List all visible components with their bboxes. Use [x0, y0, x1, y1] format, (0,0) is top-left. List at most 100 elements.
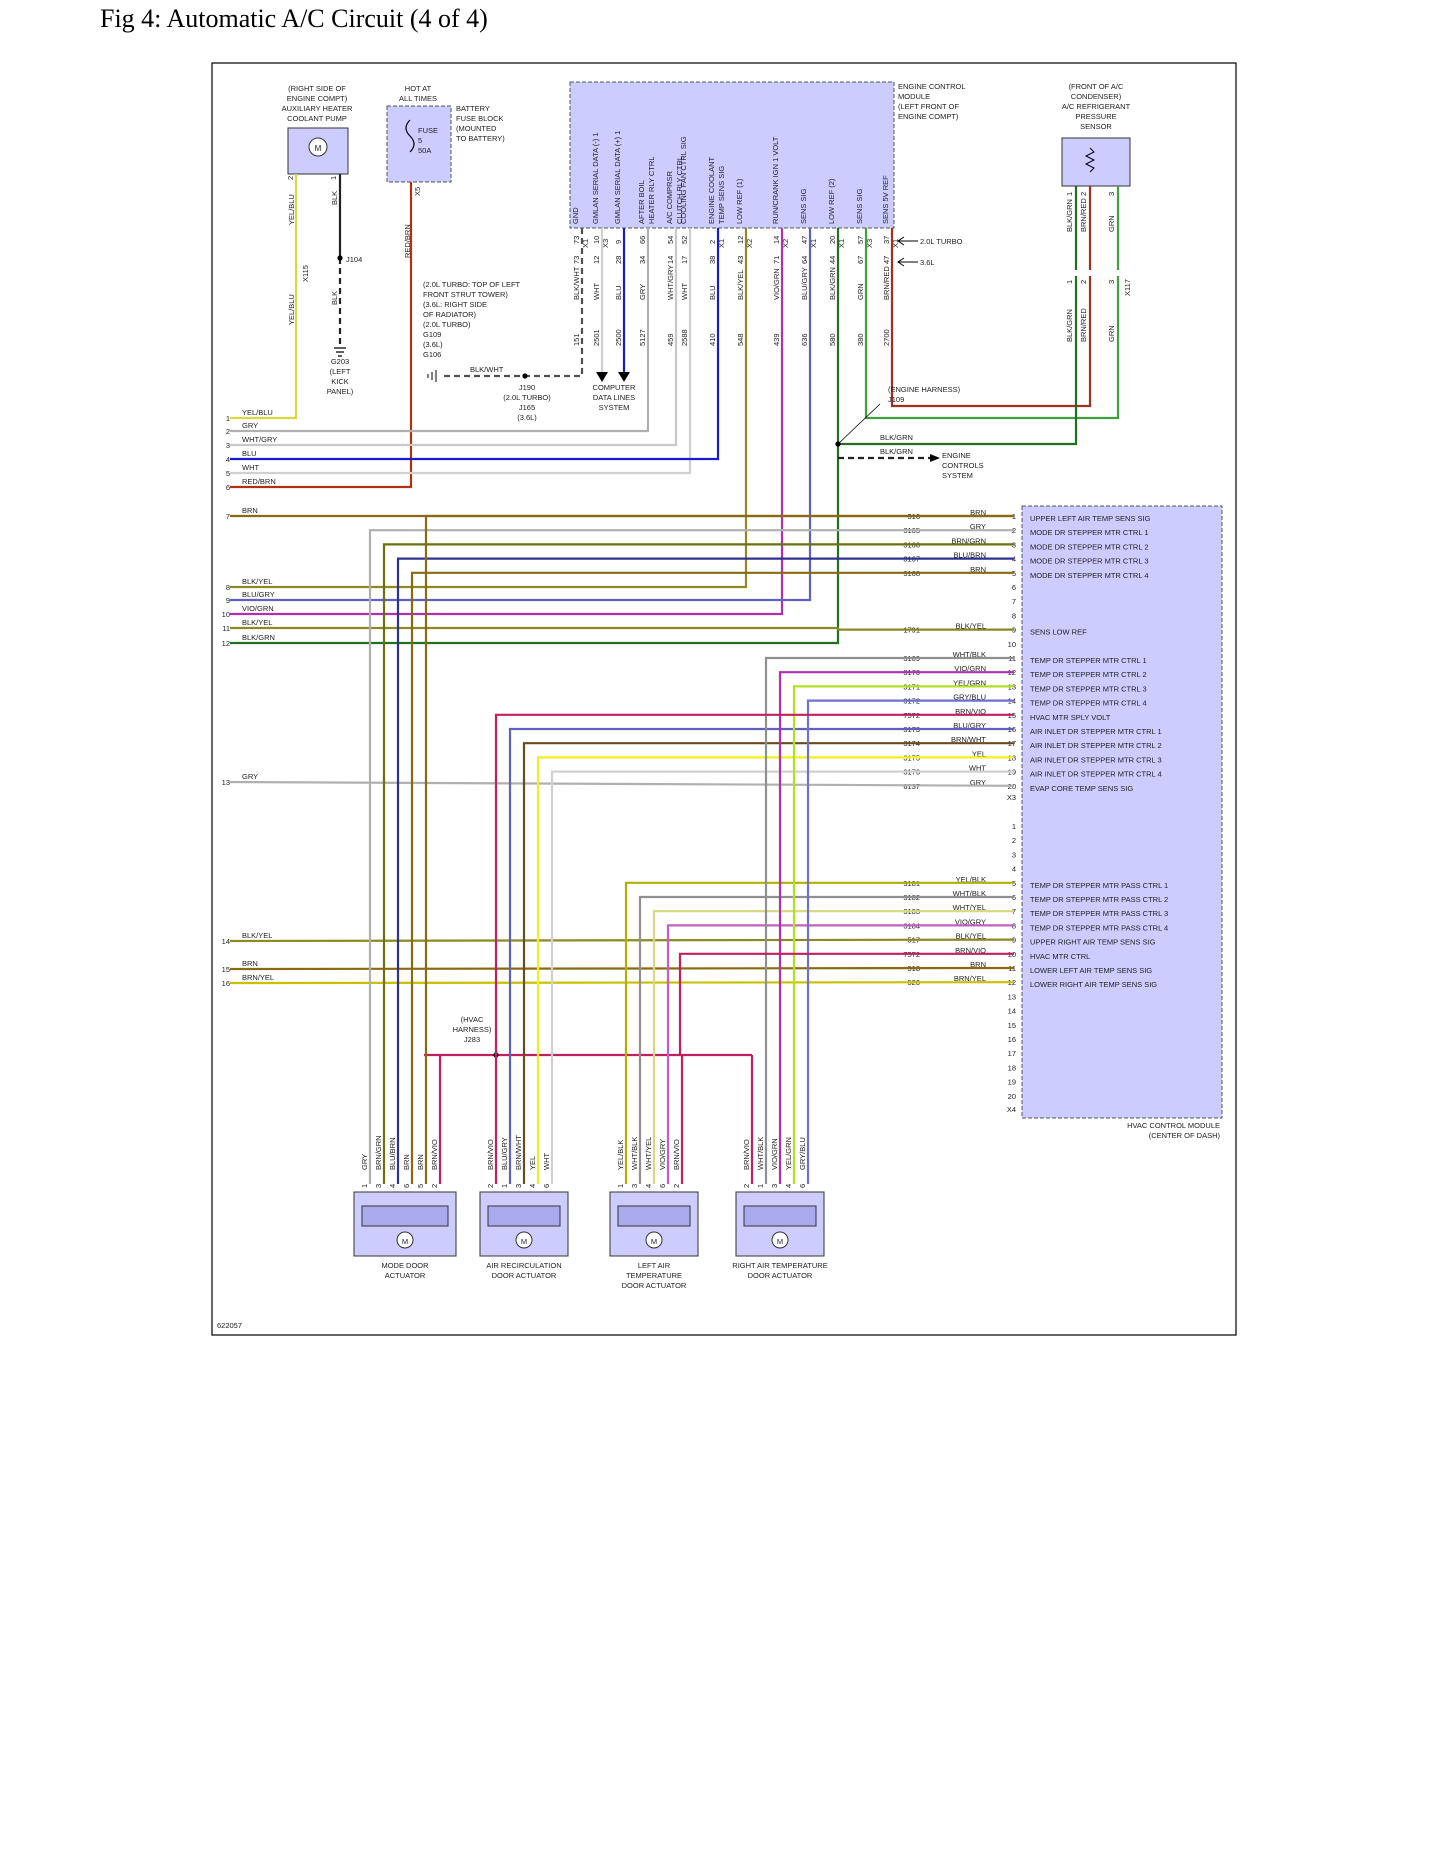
wire-color-label: BLU/BRN: [953, 551, 986, 560]
pin-number: 2: [430, 1184, 439, 1188]
hvac-pin-function: AIR INLET DR STEPPER MTR CTRL 1: [1030, 727, 1162, 736]
wire-color-label: BRN/VIO: [742, 1139, 751, 1170]
motor-icon: [396, 1231, 414, 1249]
wire-actuator: [424, 514, 1014, 1184]
pin-number: 2: [742, 1184, 751, 1188]
variant-label: 2.0L TURBO: [920, 237, 963, 246]
arrow-icon: [596, 372, 608, 382]
ground-icon: [334, 347, 346, 357]
circuit-number: 548: [736, 333, 745, 346]
pin-number: 3: [770, 1184, 779, 1188]
pin-number: 10: [1008, 640, 1016, 649]
fuse-block: [386, 105, 452, 183]
wire-color-label: WHT: [242, 463, 259, 472]
wire-actuator: [764, 656, 1014, 1184]
wire-color-label: GRY: [970, 778, 986, 787]
pin-number: 5: [416, 1184, 425, 1188]
wire-color-label: BLK/YEL: [242, 931, 272, 940]
wire-number: 15: [222, 965, 230, 974]
wire-actuator: [778, 671, 1014, 1184]
hvac-label: HVAC CONTROL MODULE(CENTER OF DASH): [1127, 1121, 1220, 1140]
pressure-sensor: [1061, 137, 1131, 187]
hvac-pin-function: LOWER LEFT AIR TEMP SENS SIG: [1030, 966, 1152, 975]
pin-number: 20: [828, 236, 837, 244]
hvac-pin-function: HVAC MTR SPLY VOLT: [1030, 713, 1111, 722]
motor-icon-letter: M: [315, 144, 322, 153]
circuit-number: 380: [856, 333, 865, 346]
wire-blk-yel: [230, 626, 840, 630]
wire-color-label: BRN/GRN: [374, 1135, 383, 1170]
wire-color-label: BLU: [614, 285, 623, 300]
wire-color-label: BLK/GRN: [242, 633, 275, 642]
wire-color-label: GRN: [856, 283, 865, 300]
wire-color-label: BLK/WHT: [572, 266, 581, 300]
wire-blk-grn: [230, 228, 840, 645]
wire-color-label: BLU: [708, 285, 717, 300]
pin-number: 2: [672, 1184, 681, 1188]
pin-number: 1: [329, 176, 338, 180]
pin-number: 1: [756, 1184, 765, 1188]
wire-color-label: BRN: [970, 960, 986, 969]
pin-number: 17: [1008, 1049, 1016, 1058]
pin-number: 7: [1012, 597, 1016, 606]
wire-color-label: WHT: [680, 283, 689, 300]
motor-icon: [771, 1231, 789, 1249]
ecm-pin-function: SENS SIG: [799, 188, 808, 224]
wire-grn: [864, 228, 1120, 420]
hvac-pin-function: MODE DR STEPPER MTR CTRL 2: [1030, 542, 1148, 551]
wire-wht-gry: [230, 228, 678, 447]
circuit-number: 410: [708, 333, 717, 346]
connector-label: X3: [865, 239, 874, 248]
wire-actuator: [624, 881, 1014, 1184]
ecm-pin-function: AFTER BOILHEATER RLY CTRL: [637, 156, 656, 224]
pin-number: 66: [638, 236, 647, 244]
pin-number: 3: [514, 1184, 523, 1188]
wire-color-label: BRN: [416, 1154, 425, 1170]
splice-dot: [522, 373, 528, 379]
wire-color-label: WHT: [542, 1153, 551, 1170]
wire-color-label: VIO/GRY: [955, 917, 986, 926]
wire-actuator: [652, 910, 1014, 1184]
pin-number: 6: [402, 1184, 411, 1188]
splice-dot: [337, 255, 343, 261]
hvac-pin-function: TEMP DR STEPPER MTR PASS CTRL 3: [1030, 909, 1168, 918]
engine-harness-label: (ENGINE HARNESS)J109: [888, 385, 961, 404]
wire-color-label: BLK/GRN: [1065, 309, 1074, 342]
wire-color-label: WHT/BLK: [756, 1137, 765, 1170]
wire-color-label: YEL/GRN: [784, 1137, 793, 1170]
wire-color-label: GRY: [638, 284, 647, 300]
pin-number: 44: [828, 256, 837, 264]
wire-blk-yel: [229, 938, 1015, 943]
wire-number: 4: [226, 455, 230, 464]
wire-number: 8: [226, 583, 230, 592]
wire-blu: [230, 228, 720, 461]
pin-number: 1: [360, 1184, 369, 1188]
splice-label: J104: [346, 255, 362, 264]
wire-actuator: [806, 699, 1014, 1184]
actuator-inner: [743, 1205, 817, 1227]
wire-color-label: GRY: [970, 522, 986, 531]
actuator-inner: [361, 1205, 449, 1227]
wire-color-label: WHT: [592, 283, 601, 300]
wire-color-label: BRN: [970, 508, 986, 517]
wire-actuator: [550, 770, 1014, 1184]
pin-number: 6: [798, 1184, 807, 1188]
pin-number: 3: [630, 1184, 639, 1188]
pin-number: 2: [1079, 280, 1088, 284]
pin-number: 2: [708, 240, 717, 244]
figure-title: Fig 4: Automatic A/C Circuit (4 of 4): [100, 4, 488, 33]
wire-color-label: BLK/YEL: [736, 270, 745, 300]
circuit-number: 636: [800, 333, 809, 346]
wire-number: 9: [226, 596, 230, 605]
pin-number: 6: [542, 1184, 551, 1188]
hvac-pin-function: SENS LOW REF: [1030, 628, 1087, 637]
wire-color-label: BRN/VIO: [486, 1139, 495, 1170]
wire-number: 11: [222, 624, 230, 633]
hvac-pin-function: TEMP DR STEPPER MTR CTRL 1: [1030, 656, 1147, 665]
pin-number: 2: [286, 176, 295, 180]
wire-number: 1: [226, 414, 230, 423]
